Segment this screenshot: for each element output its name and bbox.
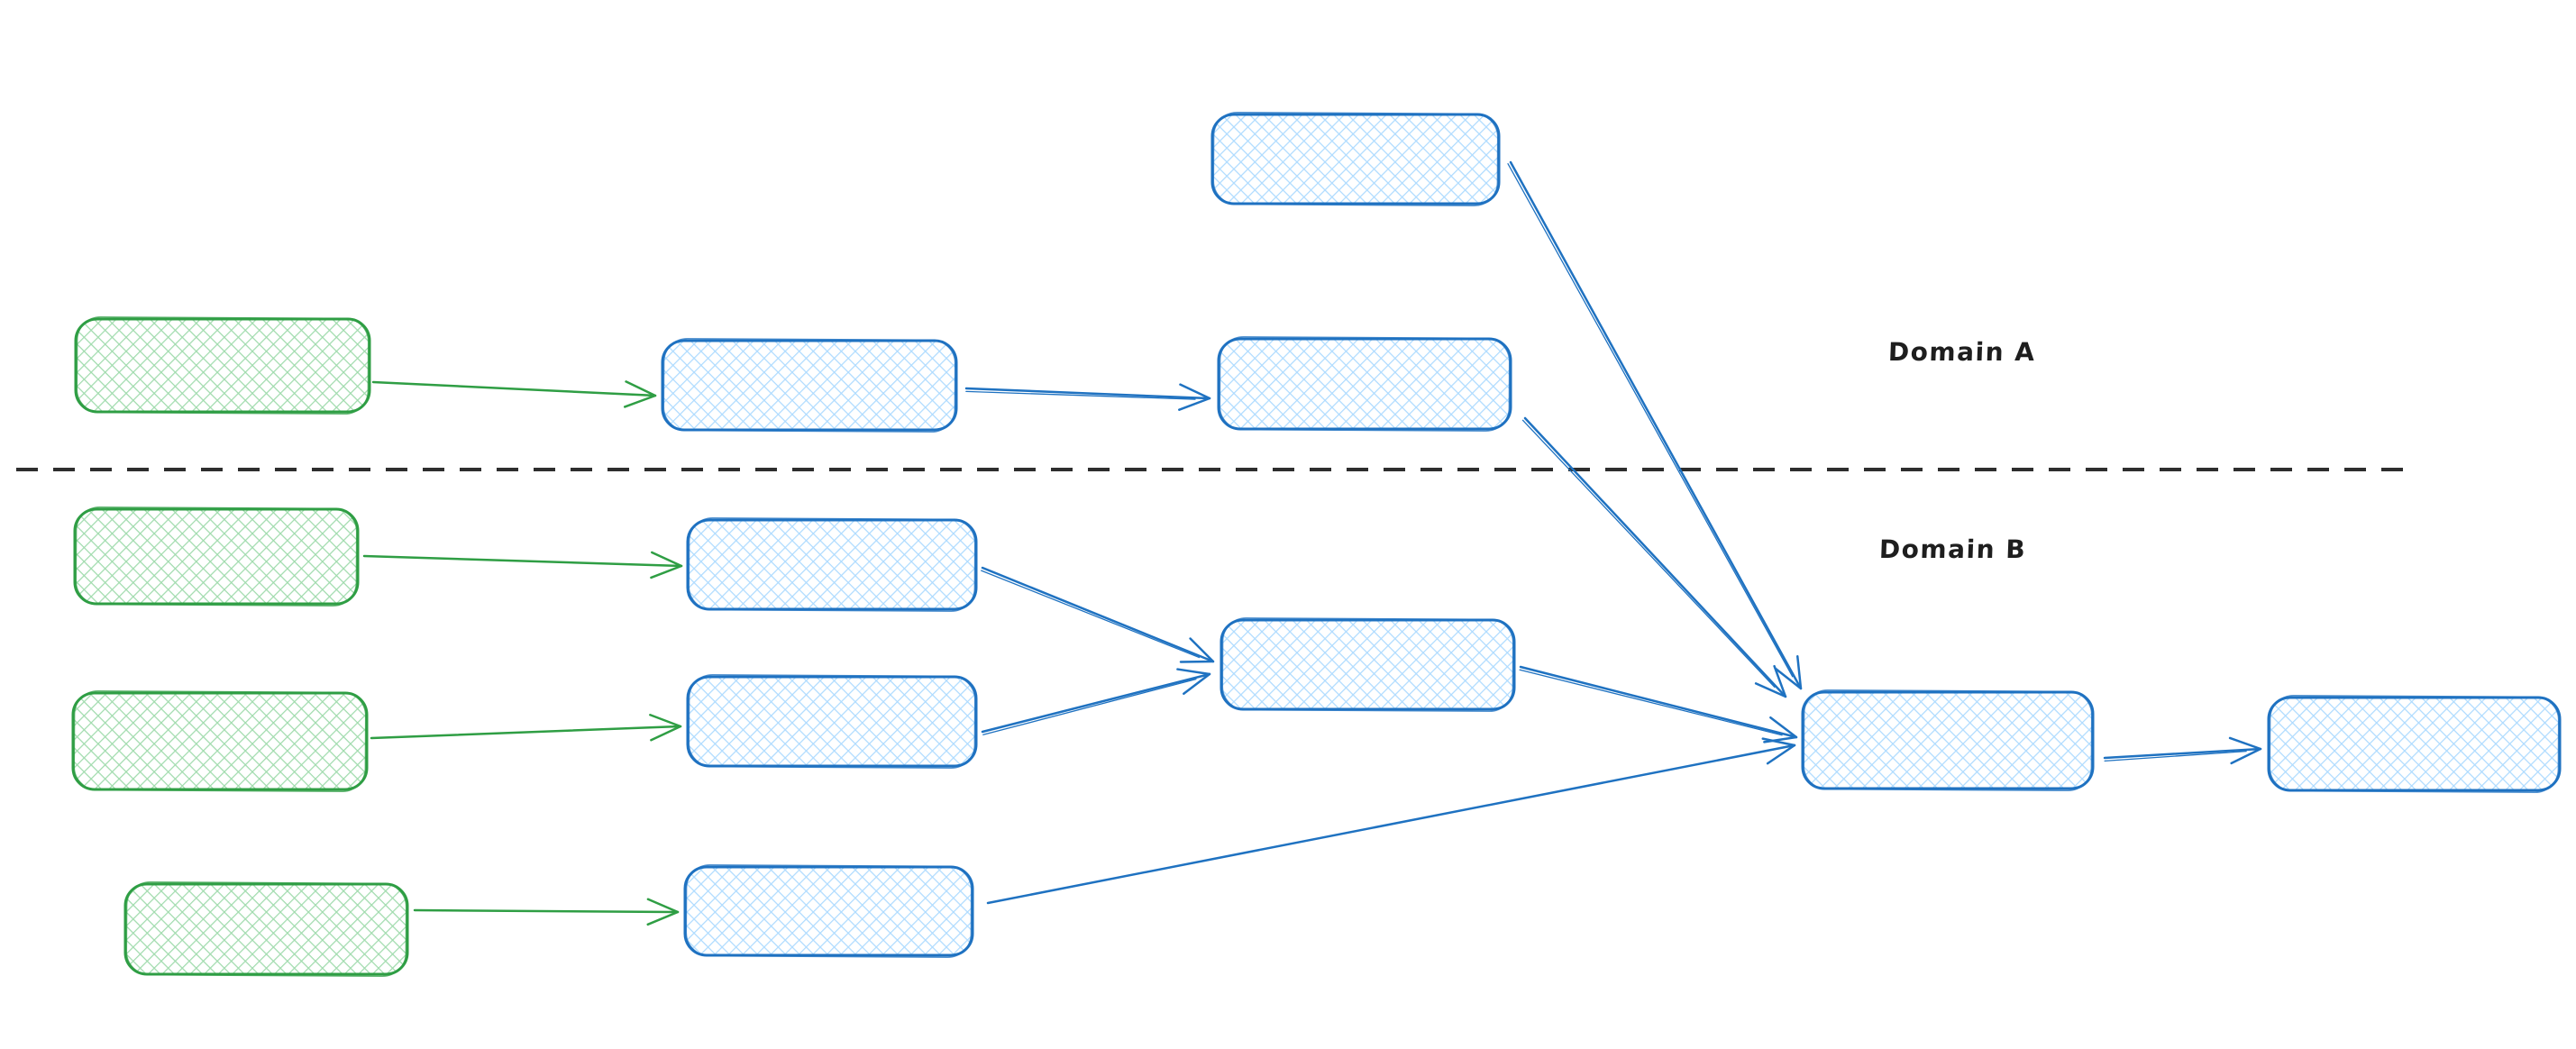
edge-b-join-to-merge[interactable] (1519, 665, 1798, 743)
node-output-node[interactable] (2267, 694, 2562, 794)
node-domain-a-external-top[interactable] (1210, 111, 1501, 207)
edge-b-step-3-to-merge[interactable] (986, 737, 1796, 905)
edge-a-step-2-to-merge[interactable] (1521, 416, 1787, 698)
edge-b-step-1-to-b-join[interactable] (981, 566, 1215, 663)
node-domain-a-step-2[interactable] (1217, 335, 1512, 433)
edge-a-external-to-merge[interactable] (1507, 160, 1803, 690)
node-domain-b-step-2[interactable] (686, 673, 978, 770)
edge-b-step-2-to-b-join[interactable] (981, 668, 1211, 735)
node-domain-b-source-2[interactable] (71, 689, 369, 793)
node-domain-b-step-1[interactable] (686, 516, 978, 613)
edge-a-step-1-to-a-step-2[interactable] (964, 383, 1211, 411)
node-domain-b-source-3[interactable] (123, 881, 409, 977)
node-domain-a-source[interactable] (74, 315, 371, 415)
domain-b-label[interactable]: Domain B (1878, 534, 2027, 564)
node-domain-b-source-1[interactable] (73, 506, 360, 607)
node-domain-a-step-1[interactable] (661, 337, 958, 433)
node-merge-node[interactable] (1801, 689, 2095, 792)
node-domain-b-step-3[interactable] (683, 863, 974, 959)
edge-a-source-to-a-step-1[interactable] (371, 380, 657, 408)
domain-a-label[interactable]: Domain A (1887, 337, 2037, 367)
edge-b-source-2-to-b-step-2[interactable] (370, 713, 682, 742)
edge-b-source-1-to-b-step-1[interactable] (362, 551, 683, 579)
edge-b-source-3-to-b-step-3[interactable] (413, 898, 680, 926)
node-domain-b-join[interactable] (1219, 616, 1516, 713)
edge-merge-to-output[interactable] (2103, 736, 2262, 765)
